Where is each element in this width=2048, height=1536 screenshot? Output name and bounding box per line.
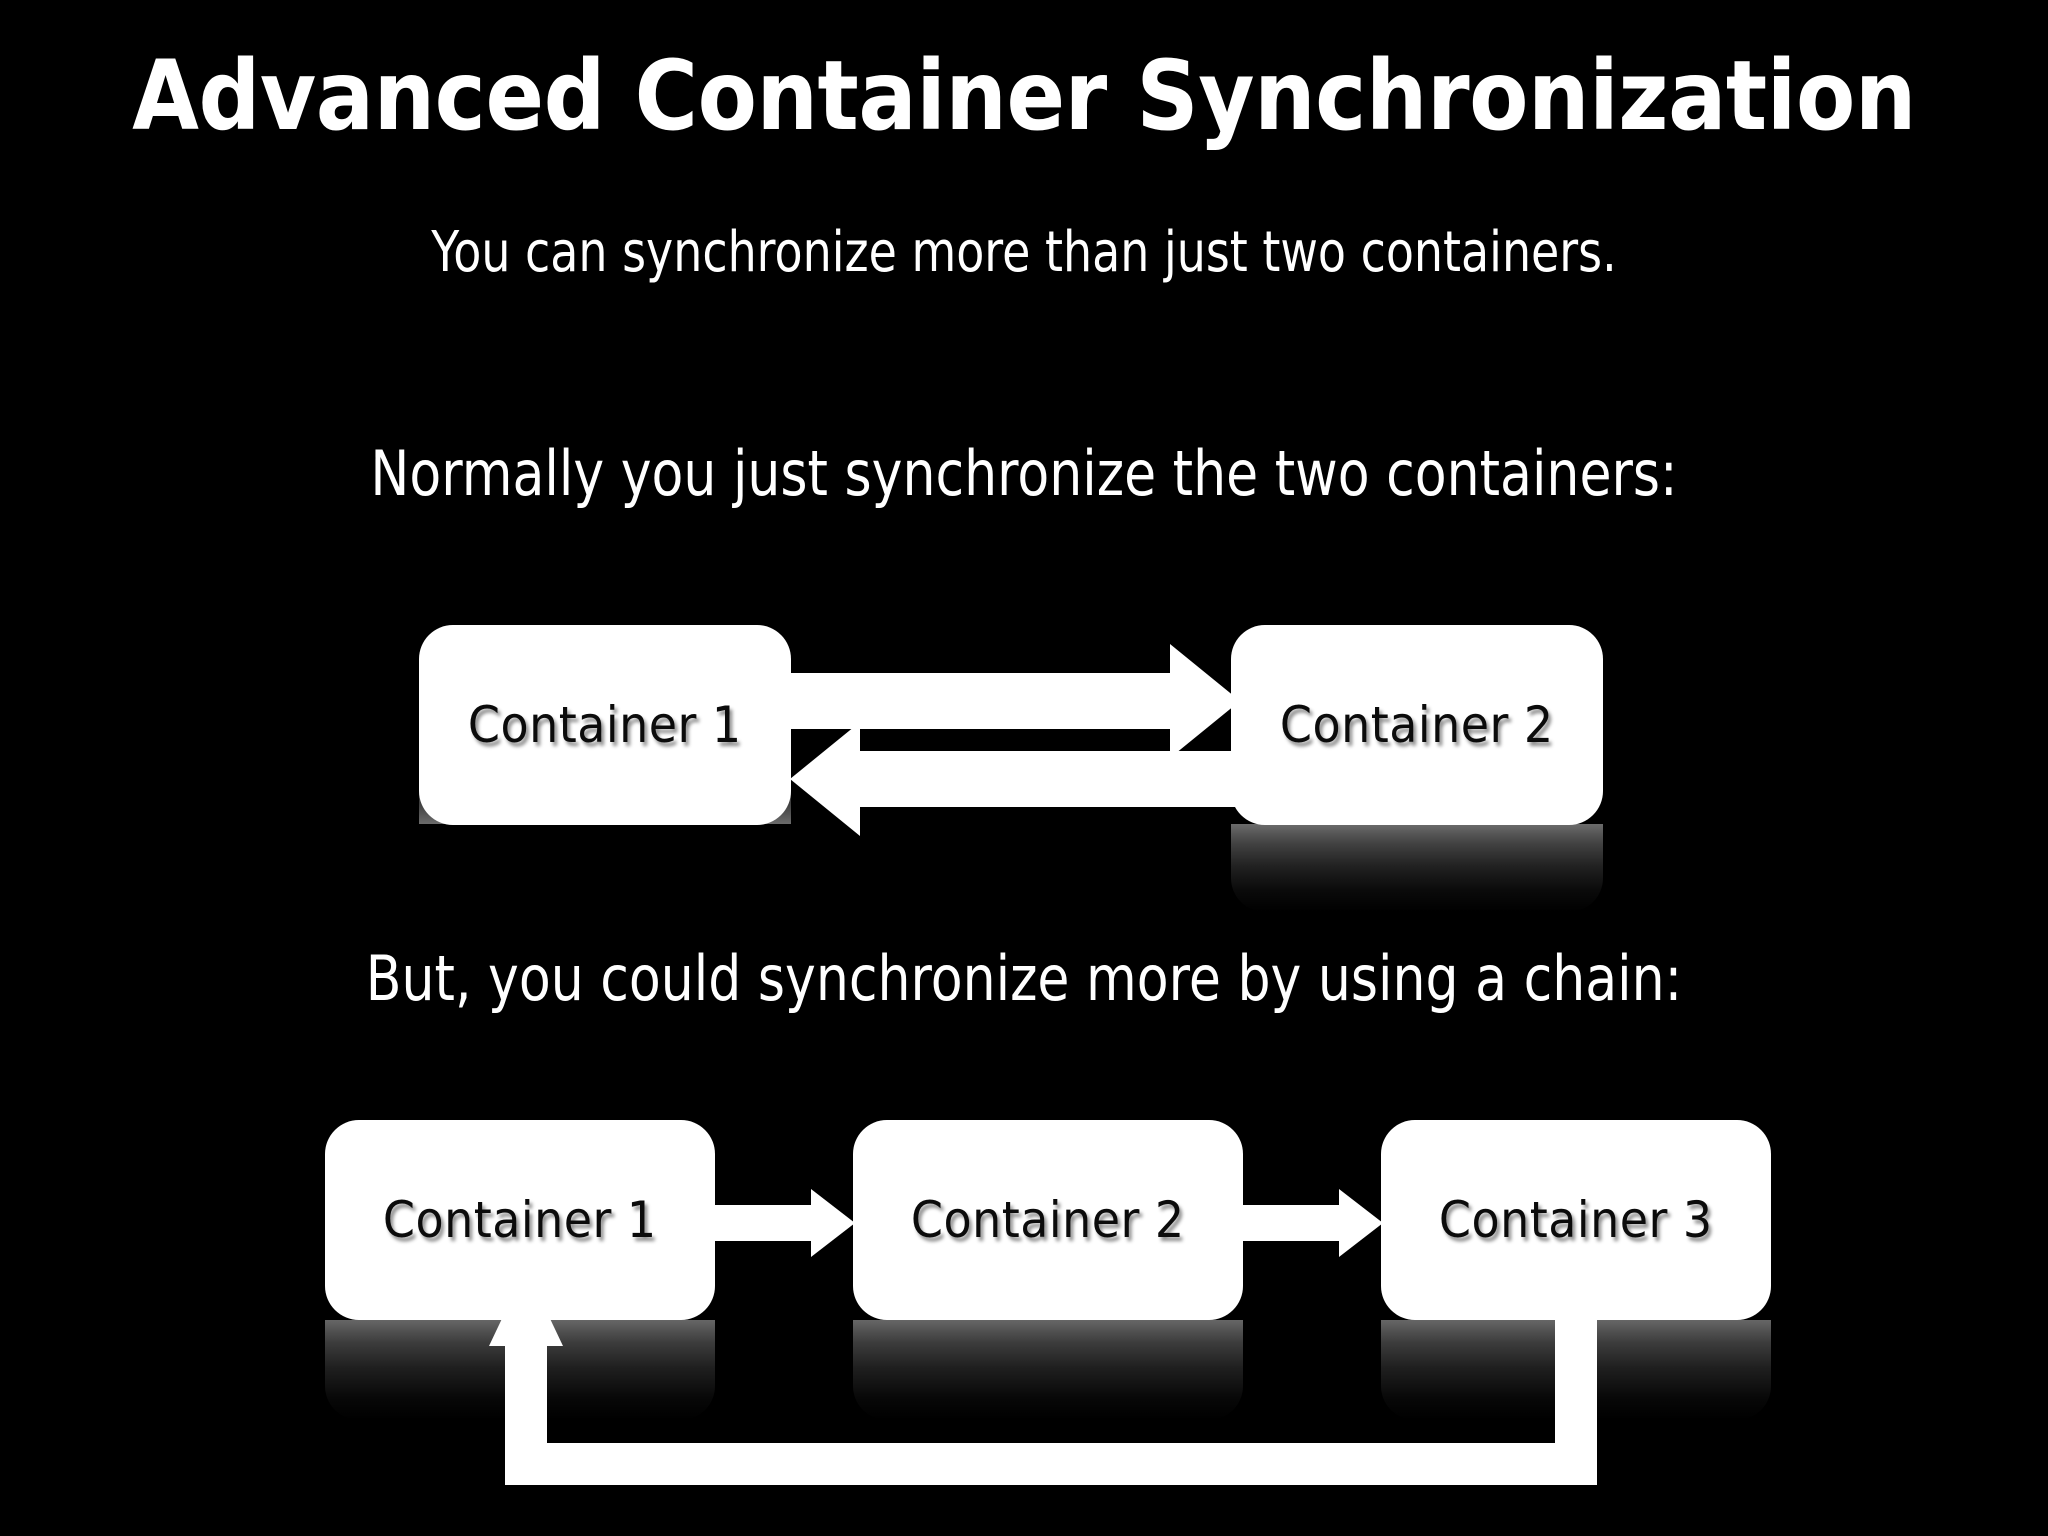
chain-arrow-1-head [811, 1189, 855, 1257]
container-box-label: Container 1 [383, 1191, 657, 1249]
container-box-label: Container 2 [911, 1191, 1185, 1249]
section-caption-normal: Normally you just synchronize the two co… [370, 437, 1678, 510]
loop-arrow-horizontal-bottom [505, 1443, 1597, 1485]
box-reflection [853, 1320, 1243, 1420]
arrow-c1-to-c2-head [1170, 644, 1240, 758]
arrow-c2-to-c1-head [790, 722, 860, 836]
chain-arrow-2-head [1339, 1189, 1383, 1257]
page-title: Advanced Container Synchronization [132, 40, 1916, 152]
container-box-2[interactable]: Container 2 [1231, 625, 1603, 825]
chain-container-box-3[interactable]: Container 3 [1381, 1120, 1771, 1320]
container-box-1[interactable]: Container 1 [419, 625, 791, 825]
arrow-c1-to-c2-shaft [770, 673, 1170, 729]
chain-container-box-1[interactable]: Container 1 [325, 1120, 715, 1320]
arrow-c2-to-c1-shaft [860, 751, 1260, 807]
chain-arrow-1-shaft [713, 1205, 811, 1241]
chain-container-box-2[interactable]: Container 2 [853, 1120, 1243, 1320]
slide-subtitle: You can synchronize more than just two c… [431, 220, 1617, 285]
loop-arrow-vertical-left [505, 1344, 547, 1444]
container-box-label: Container 3 [1439, 1191, 1713, 1249]
section-caption-chain: But, you could synchronize more by using… [365, 942, 1683, 1015]
container-box-label: Container 1 [468, 696, 742, 754]
box-reflection [1231, 824, 1603, 912]
container-box-label: Container 2 [1280, 696, 1554, 754]
chain-arrow-2-shaft [1241, 1205, 1339, 1241]
